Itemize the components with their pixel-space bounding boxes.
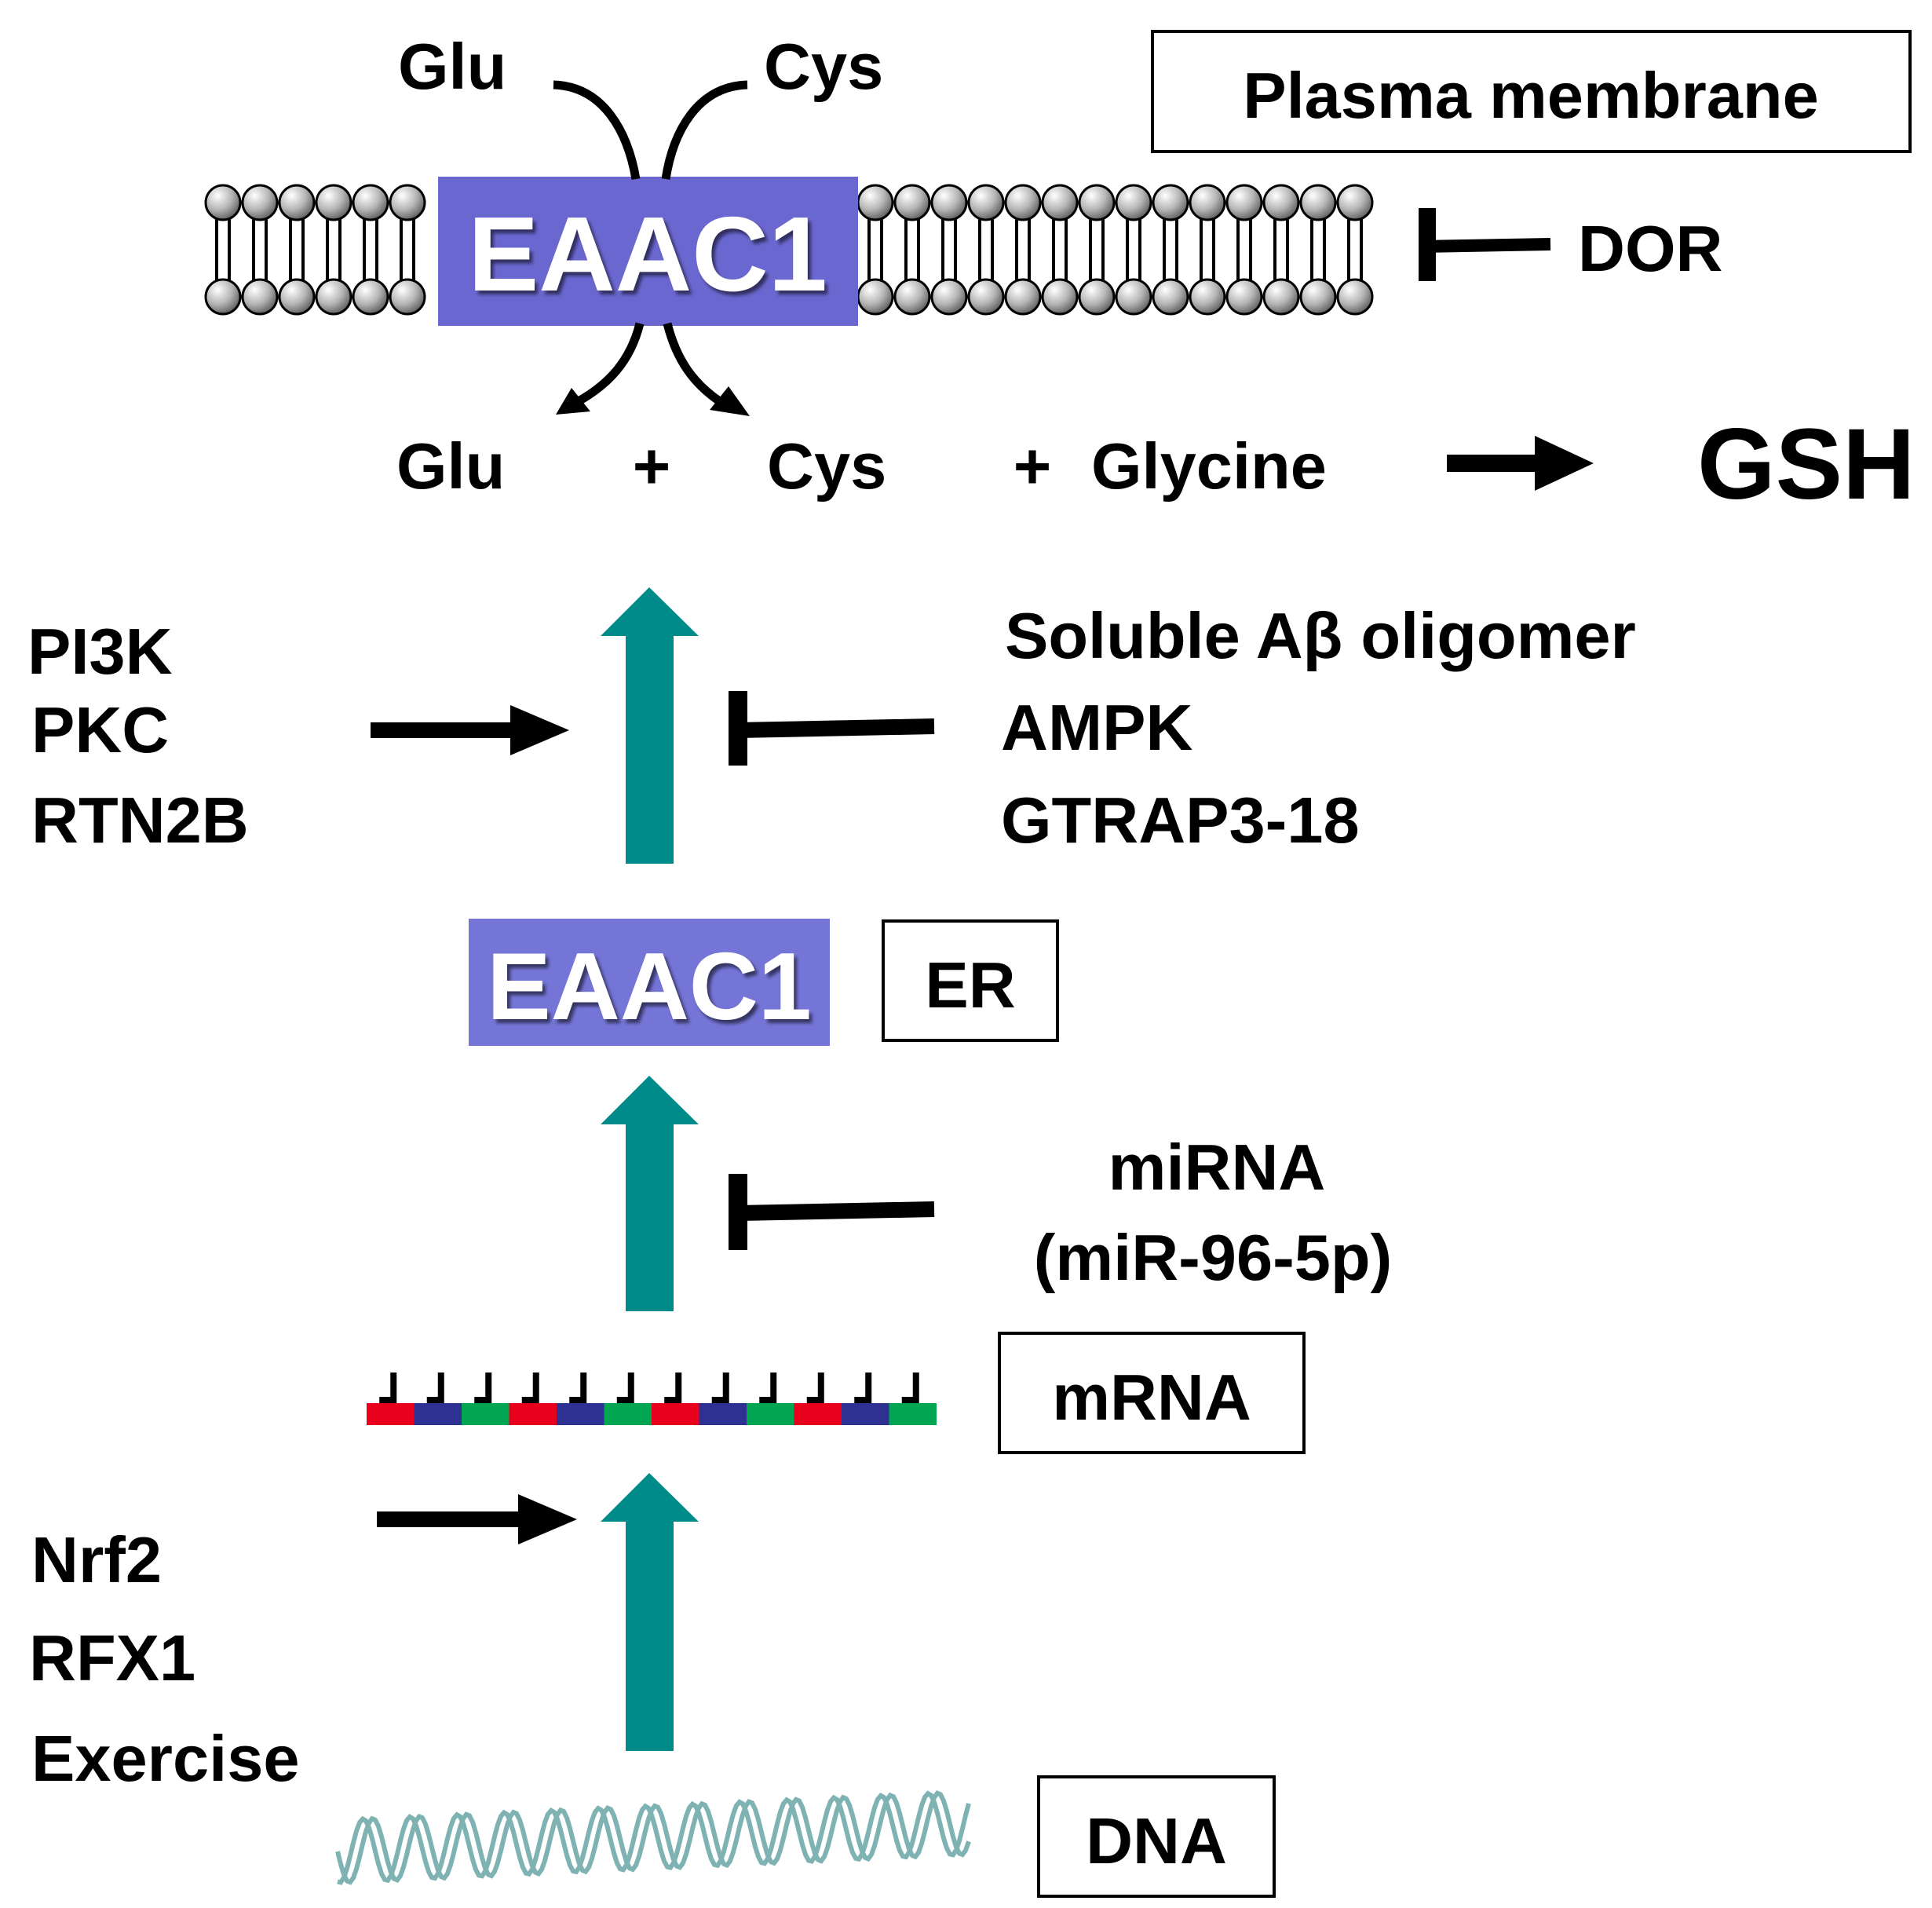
trafficking-inhibitor-2: AMPK <box>1001 691 1192 764</box>
translation-up-arrow <box>601 1076 699 1311</box>
mirna-label: miRNA <box>1108 1131 1326 1204</box>
trafficking-activator-2: PKC <box>31 693 169 766</box>
mrna-codon-segment <box>699 1403 747 1425</box>
glu-out-arrowhead <box>556 388 590 415</box>
mrna-codon-segment <box>604 1403 652 1425</box>
eaac1-membrane-label: EAAC1 <box>468 195 827 313</box>
plus-sign-1: + <box>633 429 670 503</box>
mrna-codon-segment <box>747 1403 794 1425</box>
plasma-membrane-box <box>1151 30 1912 153</box>
mrna-label: mRNA <box>1052 1361 1251 1434</box>
mrna-codon-segment <box>367 1403 415 1425</box>
mir-96-5p-label: (miR-96-5p) <box>1034 1221 1393 1294</box>
gsh-label: GSH <box>1697 408 1915 521</box>
trafficking-activator-3: RTN2B <box>31 784 249 857</box>
cys-intracellular-label: Cys <box>767 429 886 503</box>
mrna-codon-segment <box>509 1403 557 1425</box>
er-box <box>882 919 1059 1042</box>
lipid-bilayer-icon <box>204 184 1374 316</box>
mrna-codon-segment <box>794 1403 842 1425</box>
glu-extracellular-label: Glu <box>398 30 506 103</box>
mrna-codon-segment <box>462 1403 509 1425</box>
eaac1-er-label: EAAC1 <box>487 933 812 1040</box>
trafficking-inhibitor-1: Soluble Aβ oligomer <box>1005 599 1636 672</box>
transcription-activator-3: Exercise <box>31 1722 300 1795</box>
trafficking-activator-1: PI3K <box>27 615 173 688</box>
cys-transport-in-curve <box>661 80 748 180</box>
cys-extracellular-label: Cys <box>764 30 883 103</box>
glycine-label: Glycine <box>1091 429 1327 503</box>
dna-helix-icon <box>335 1790 971 1885</box>
er-label: ER <box>925 949 1015 1022</box>
transcription-activator-2: RFX1 <box>29 1621 195 1694</box>
mrna-codon-segment <box>889 1403 937 1425</box>
transcription-activation-arrow-icon <box>377 1494 577 1544</box>
mrna-codon-segment <box>842 1403 889 1425</box>
mrna-codon-segment <box>652 1403 699 1425</box>
dor-inhibition-bar-icon <box>1419 208 1551 281</box>
mrna-codon-segment <box>557 1403 604 1425</box>
eaac1-er-box <box>469 919 830 1046</box>
plasma-membrane-label: Plasma membrane <box>1243 59 1819 132</box>
cys-out-arrowhead <box>710 386 750 416</box>
trafficking-inhibitor-3: GTRAP3-18 <box>1001 784 1360 857</box>
transcription-activator-1: Nrf2 <box>31 1523 162 1596</box>
dna-label: DNA <box>1086 1804 1227 1877</box>
mrna-codon-segment <box>414 1403 462 1425</box>
trafficking-inhibition-bar-icon <box>729 691 935 766</box>
transcription-up-arrow <box>601 1473 699 1751</box>
mrna-box <box>998 1332 1306 1454</box>
glu-transport-in-curve <box>553 80 641 180</box>
glu-intracellular-label: Glu <box>396 429 505 503</box>
glu-transport-out-arrow <box>575 322 645 406</box>
dna-box <box>1037 1775 1276 1898</box>
translation-inhibition-bar-icon <box>729 1174 935 1250</box>
gsh-synthesis-arrow-icon <box>1447 436 1594 491</box>
eaac1-membrane-box <box>438 177 858 326</box>
dor-label: DOR <box>1578 212 1722 285</box>
cys-transport-out-arrow <box>663 322 724 406</box>
mrna-strand <box>367 1373 937 1425</box>
trafficking-up-arrow <box>601 587 699 864</box>
trafficking-activation-arrow-icon <box>371 705 569 755</box>
plus-sign-2: + <box>1013 429 1051 503</box>
